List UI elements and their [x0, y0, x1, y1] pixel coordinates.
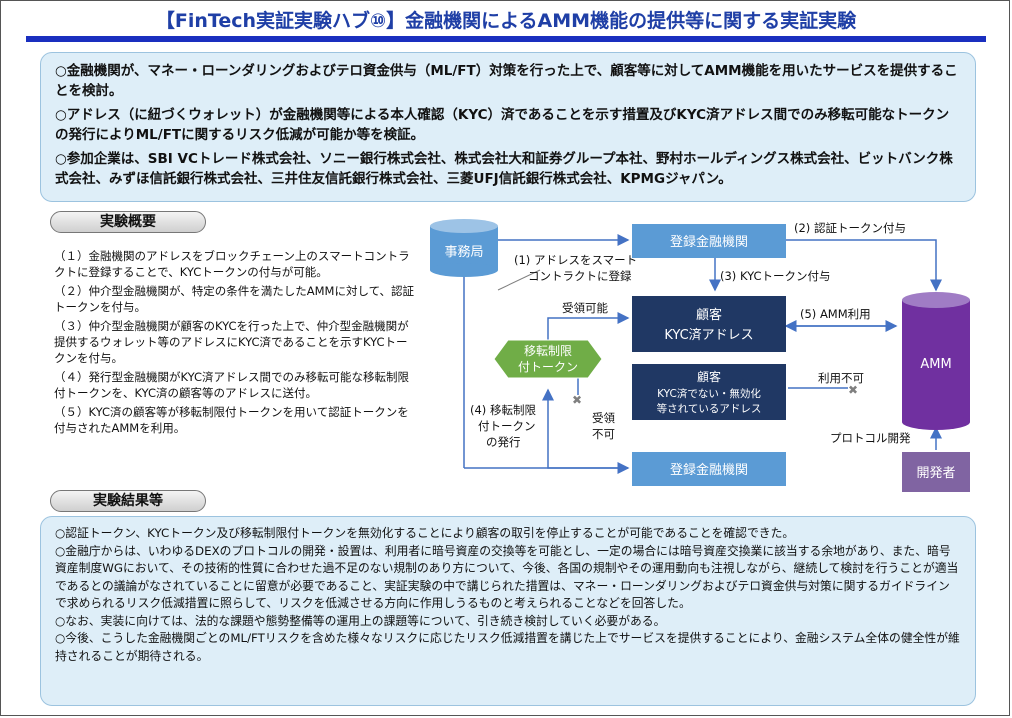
step5-label: (5) AMM利用: [800, 307, 871, 321]
registered-fi-bottom-label: 登録金融機関: [670, 462, 748, 478]
customer-kyc-box: [632, 296, 786, 352]
page-title: 【FinTech実証実験ハブ⑩】金融機関によるAMM機能の提供等に関する実証実験: [155, 10, 857, 32]
registered-fi-top-box: [632, 224, 786, 258]
registered-fi-bottom-box: [632, 452, 786, 486]
developer-box: [902, 452, 970, 492]
results-item: ○金融庁からは、いわゆるDEXのプロトコルの開発・設置は、利用者に暗号資産の交換…: [55, 543, 959, 611]
amm-node: AMM: [902, 292, 970, 430]
token-label-1: 移転制限: [524, 344, 572, 358]
summary-item: ○アドレス（に紐づくウォレット）が金融機関等による本人確認（KYC）済であること…: [55, 107, 950, 143]
step1-label-b: コントラクトに登録: [528, 269, 632, 283]
diagram-connectors: [463, 234, 942, 474]
protocol-dev-label: プロトコル開発: [830, 431, 911, 445]
overview-item: （５）KYC済の顧客等が移転制限付トークンを用いて認証トークンを付与されたAMM…: [54, 405, 409, 435]
step3-label: (3) KYCトークン付与: [720, 269, 831, 283]
overview-item: （４）発行型金融機関がKYC済アドレス間でのみ移転可能な移転制限付トークンを、K…: [54, 370, 410, 400]
title-underline: [26, 36, 986, 42]
token-hexagon: [493, 339, 603, 379]
results-heading: 実験結果等: [50, 490, 206, 512]
results-item: ○今後、こうした金融機関ごとのML/FTリスクを含めた様々なリスクに応じたリスク…: [55, 631, 960, 663]
summary-panel: ○金融機関が、マネー・ローンダリングおよびテロ資金供与（ML/FT）対策を行った…: [40, 52, 976, 202]
not-receivable-label-1: 受領: [592, 411, 615, 425]
customer-nokyc-box: [632, 364, 786, 420]
step4-label-c: の発行: [486, 435, 521, 449]
step4-label-a: (4) 移転制限: [470, 403, 536, 417]
cross-icon: ✖: [848, 383, 858, 397]
results-item: ○認証トークン、KYCトークン及び移転制限付トークンを無効化することにより顧客の…: [55, 526, 795, 540]
unusable-label: 利用不可: [818, 371, 864, 385]
registered-fi-top-label: 登録金融機関: [670, 234, 748, 250]
step1-label-a: (1) アドレスをスマート: [514, 253, 637, 267]
cross-icon: ✖: [572, 393, 582, 407]
results-item: ○なお、実装に向けては、法的な課題や態勢整備等の運用上の課題等について、引き続き…: [55, 613, 666, 628]
customer-nokyc-label: 顧客: [697, 369, 721, 384]
customer-nokyc-line2: KYC済でない・無効化: [657, 387, 761, 400]
secretariat-node: 事務局: [430, 219, 498, 277]
step4-label-b: 付トークン: [478, 419, 536, 433]
secretariat-label: 事務局: [444, 245, 483, 260]
amm-label: AMM: [920, 357, 951, 372]
summary-item: ○参加企業は、SBI VCトレード株式会社、ソニー銀行株式会社、株式会社大和証券…: [55, 151, 953, 187]
overview-list: （１）金融機関のアドレスをブロックチェーン上のスマートコントラクトに登録すること…: [54, 248, 416, 439]
overview-heading: 実験概要: [50, 211, 206, 233]
results-panel: ○認証トークン、KYCトークン及び移転制限付トークンを無効化することにより顧客の…: [40, 516, 976, 706]
step2-label: (2) 認証トークン付与: [794, 221, 906, 235]
customer-nokyc-line3: 等されているアドレス: [657, 402, 762, 415]
developer-label: 開発者: [916, 466, 955, 481]
not-receivable-label-2: 不可: [592, 427, 615, 441]
token-label-2: 付トークン: [518, 360, 578, 374]
overview-item: （２）仲介型金融機関が、特定の条件を満たしたAMMに対して、認証トークンを付与。: [54, 284, 415, 314]
customer-kyc-label: 顧客: [696, 307, 722, 323]
receivable-label: 受領可能: [562, 301, 608, 315]
customer-kyc-address: KYC済アドレス: [664, 327, 753, 343]
summary-item: ○金融機関が、マネー・ローンダリングおよびテロ資金供与（ML/FT）対策を行った…: [55, 63, 958, 99]
overview-item: （１）金融機関のアドレスをブロックチェーン上のスマートコントラクトに登録すること…: [54, 249, 410, 279]
overview-item: （３）仲介型金融機関が顧客のKYCを行った上で、仲介型金融機関が提供するウォレッ…: [54, 319, 409, 365]
